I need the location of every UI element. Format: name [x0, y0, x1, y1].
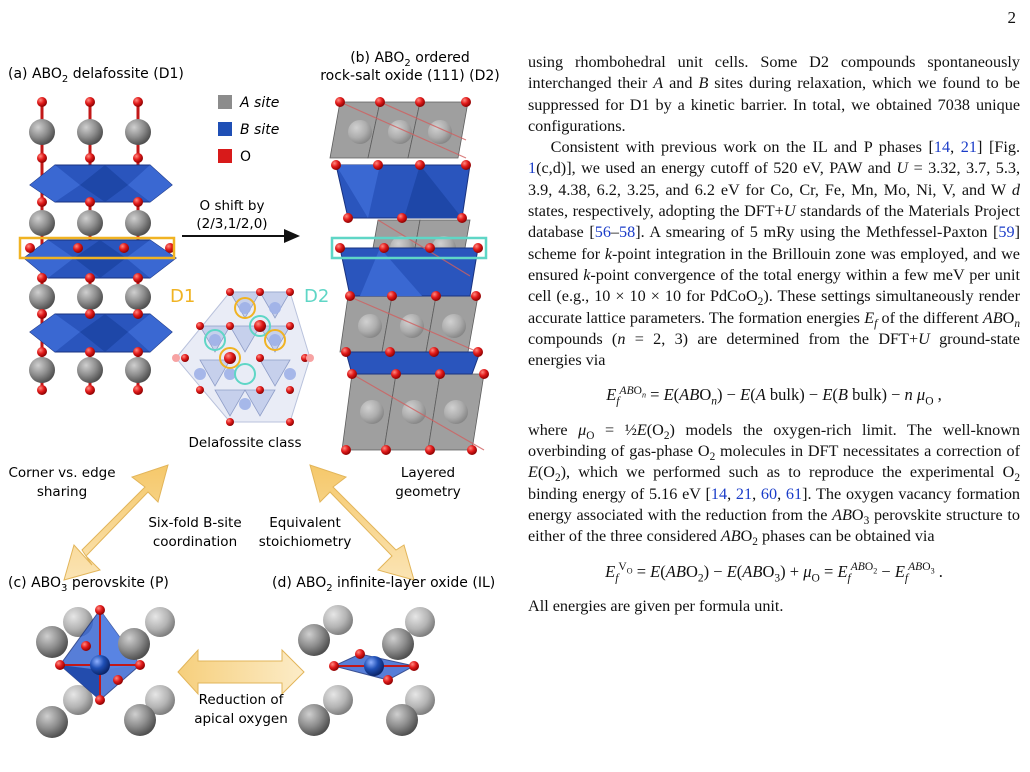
- o-shift-line2: (2/3,1/2,0): [196, 216, 267, 232]
- panel-a-structure: [18, 97, 177, 395]
- relation-arrows: [63, 464, 415, 696]
- figure-1: A site B site O O shift by (2/3,1/2,0): [8, 50, 500, 738]
- legend-o-swatch: [218, 149, 232, 163]
- d1-tag: D1: [170, 286, 195, 307]
- equivalent-line1: Equivalent: [269, 515, 341, 531]
- equivalent-line2: stoichiometry: [259, 534, 352, 550]
- reduction-line2: apical oxygen: [194, 711, 288, 727]
- six-fold-line1: Six-fold B-site: [148, 515, 241, 531]
- panel-b-structure: [329, 97, 489, 455]
- equation-1: EfABOn = E(ABOn) − E(A bulk) − E(B bulk)…: [606, 384, 942, 408]
- paragraph-3: where μO = ½E(O2) models the oxygen-rich…: [528, 420, 1021, 549]
- equation-2: EfVO = E(ABO2) − E(ABO3) + μO = EfABO2 −…: [605, 561, 943, 584]
- panel-d-structure: [298, 605, 435, 736]
- d1-highlight-box: [18, 236, 176, 260]
- panel-c-structure: [36, 605, 175, 738]
- text-column: using rhombohedral unit cells. Some D2 c…: [528, 52, 1020, 617]
- panel-b-label-line1: (b) ABO2 ordered: [350, 50, 470, 69]
- legend: A site B site O: [218, 95, 279, 165]
- layered-line2: geometry: [395, 484, 460, 500]
- six-fold-line2: coordination: [153, 534, 237, 550]
- panel-b-label-line2: rock-salt oxide (111) (D2): [320, 68, 500, 84]
- legend-a-site-swatch: [218, 95, 232, 109]
- corner-edge-line2: sharing: [37, 484, 87, 500]
- legend-b-site-swatch: [218, 122, 232, 136]
- page-number: 2: [1007, 8, 1017, 27]
- legend-a-site: A site: [239, 95, 279, 111]
- o-shift-line1: O shift by: [200, 198, 265, 214]
- layered-line1: Layered: [401, 465, 455, 481]
- corner-edge-line1: Corner vs. edge: [8, 465, 115, 481]
- legend-o: O: [240, 149, 251, 165]
- panel-a-label: (a) ABO2 delafossite (D1): [8, 66, 184, 85]
- d2-highlight-box: [330, 236, 488, 260]
- d2-tag: D2: [304, 286, 329, 307]
- delafossite-class-label: Delafossite class: [189, 435, 302, 451]
- panel-c-label: (c) ABO3 perovskite (P): [8, 575, 169, 594]
- paragraph-2: Consistent with previous work on the IL …: [528, 138, 1021, 370]
- reduction-line1: Reduction of: [199, 692, 285, 708]
- delafossite-class-diagram: Delafossite class: [172, 288, 314, 451]
- paragraph-4: All energies are given per formula unit.: [528, 596, 784, 615]
- panel-d-label: (d) ABO2 infinite-layer oxide (IL): [272, 575, 495, 594]
- legend-b-site: B site: [240, 122, 279, 138]
- paragraph-1: using rhombohedral unit cells. Some D2 c…: [528, 53, 1020, 135]
- o-shift-arrow: O shift by (2/3,1/2,0): [182, 198, 300, 243]
